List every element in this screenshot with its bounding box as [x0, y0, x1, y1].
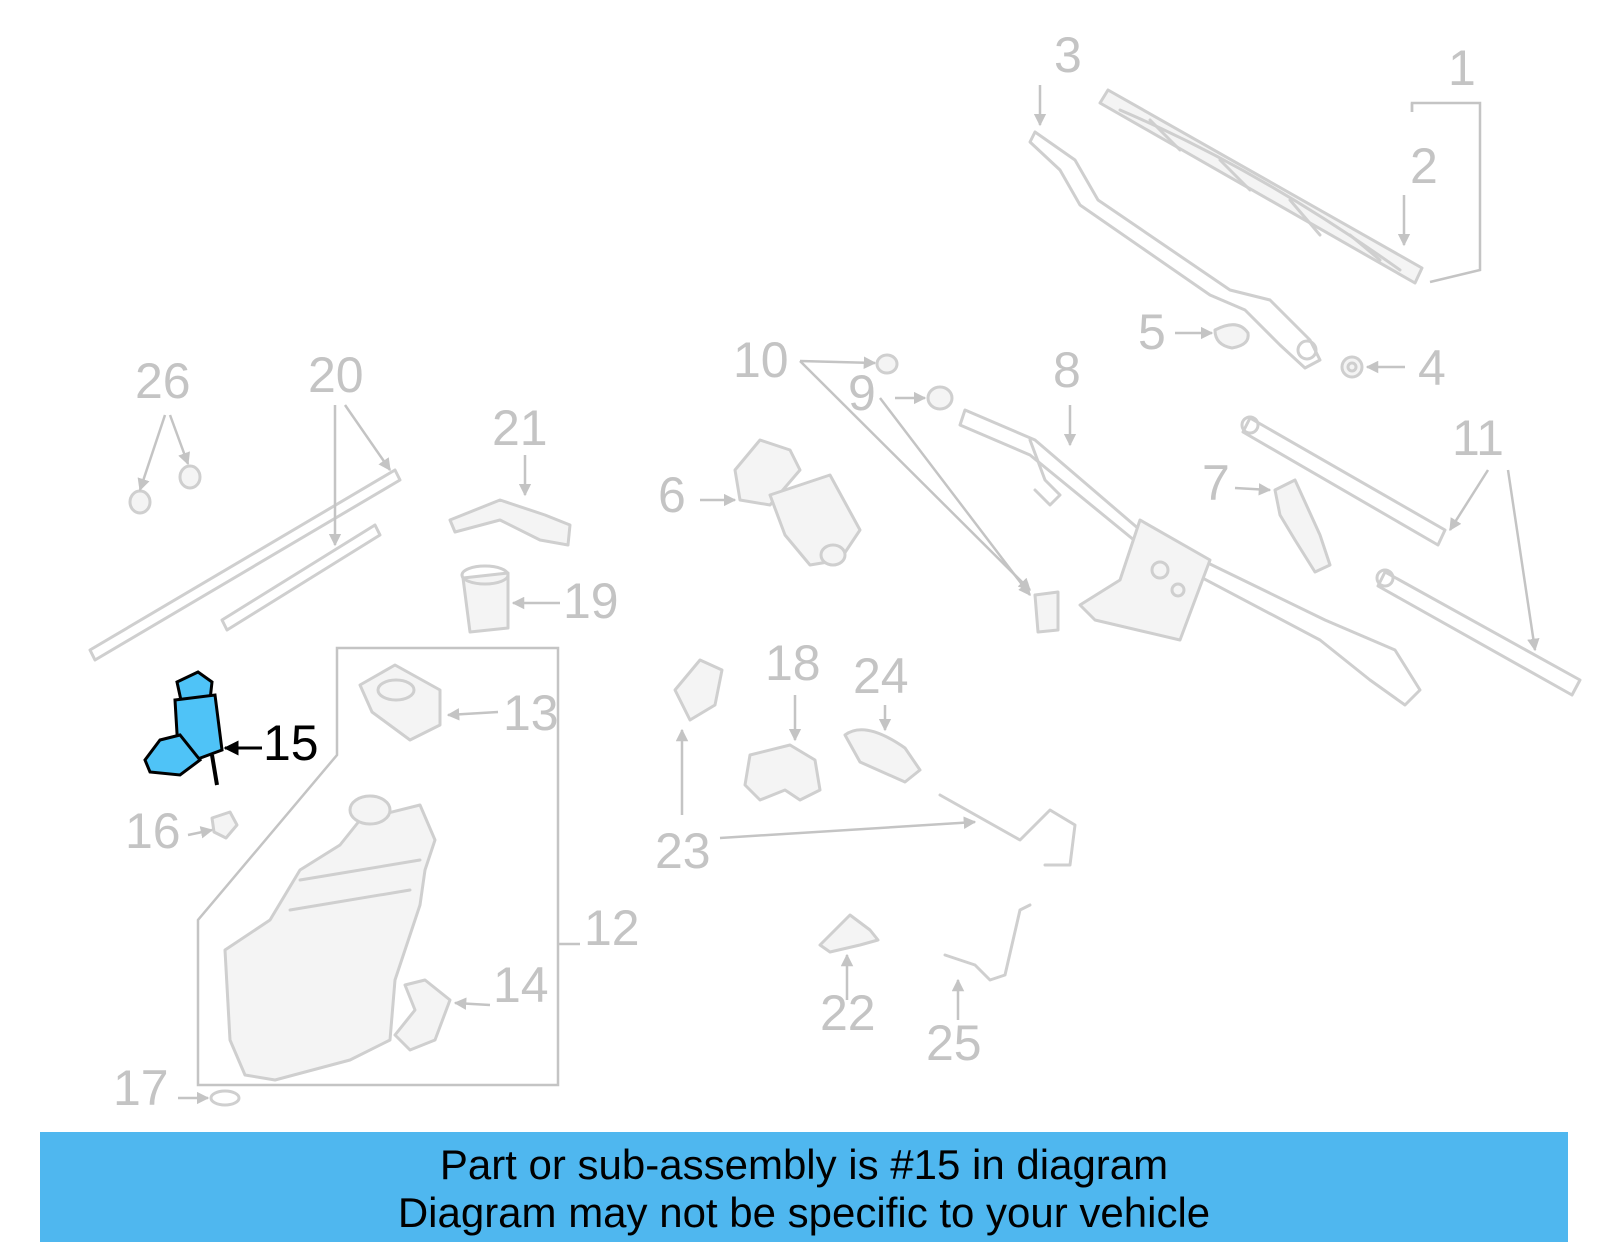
- callout-8: 8: [1053, 342, 1081, 398]
- callout-2: 2: [1410, 138, 1438, 194]
- leader-26a: [137, 414, 167, 492]
- callout-7: 7: [1202, 455, 1230, 511]
- callout-18: 18: [765, 635, 821, 691]
- leader-11b: [1506, 469, 1540, 652]
- callout-23: 23: [655, 823, 711, 879]
- leader-10a: [799, 356, 877, 369]
- hose-part-14[interactable]: [393, 978, 452, 1052]
- callout-21: 21: [492, 400, 548, 456]
- bracket-part-7[interactable]: [1273, 478, 1332, 574]
- callout-17: 17: [113, 1060, 169, 1116]
- hose-lines-part-20[interactable]: [88, 468, 402, 662]
- wiper-blade-part[interactable]: [1098, 88, 1424, 285]
- sensor-part-23[interactable]: [673, 658, 724, 722]
- leader-14: [453, 997, 491, 1010]
- bracket-part-18[interactable]: [743, 743, 822, 802]
- banner-line-2: Diagram may not be specific to your vehi…: [397, 1189, 1211, 1236]
- sensor-part-25[interactable]: [943, 903, 1032, 982]
- filler-neck-part-13[interactable]: [358, 663, 442, 742]
- callout-16: 16: [125, 803, 181, 859]
- info-banner: Part or sub-assembly is #15 in diagram D…: [40, 1132, 1568, 1242]
- callout-5: 5: [1138, 304, 1166, 360]
- harness-part-23[interactable]: [938, 793, 1077, 867]
- connector-part-22[interactable]: [818, 913, 880, 954]
- callout-25: 25: [926, 1015, 982, 1071]
- callout-19: 19: [563, 573, 619, 629]
- drive-rod-part-11[interactable]: [1240, 415, 1582, 697]
- reservoir-box: [196, 646, 560, 1087]
- leader-10b: [799, 360, 1031, 591]
- leader-20a: [343, 404, 392, 472]
- callout-12: 12: [584, 900, 640, 956]
- hose-part-21[interactable]: [448, 498, 572, 547]
- clip-part-16[interactable]: [210, 810, 239, 840]
- leader-9b: [879, 397, 1031, 596]
- callout-20: 20: [308, 347, 364, 403]
- seal-part-17[interactable]: [209, 1089, 241, 1107]
- spacer-part[interactable]: [1033, 590, 1060, 634]
- callout-22: 22: [820, 985, 876, 1041]
- washer-pump-part-15[interactable]: [143, 670, 224, 786]
- callout-26: 26: [135, 353, 191, 409]
- callout-14: 14: [493, 957, 549, 1013]
- callout-24: 24: [853, 648, 909, 704]
- leader-16: [187, 826, 214, 839]
- callout-9: 9: [848, 365, 876, 421]
- wiper-arm-part[interactable]: [1028, 130, 1322, 370]
- leader-7: [1234, 483, 1272, 496]
- linkage-frame-part[interactable]: [958, 408, 1422, 707]
- callout-1: 1: [1448, 40, 1476, 96]
- cover-part-24[interactable]: [843, 728, 922, 784]
- leader-11a: [1448, 469, 1490, 532]
- cap-part-5[interactable]: [1213, 323, 1250, 350]
- leader-13: [446, 708, 499, 721]
- callout-15: 15: [263, 715, 319, 771]
- leader-23b: [719, 816, 977, 840]
- bushing-part-9[interactable]: [926, 385, 954, 411]
- clip-part-26a[interactable]: [128, 489, 152, 515]
- grommet-part-10[interactable]: [875, 353, 899, 375]
- leader-26b: [168, 414, 190, 466]
- callout-10: 10: [733, 332, 789, 388]
- callout-3: 3: [1054, 27, 1082, 83]
- callout-4: 4: [1418, 340, 1446, 396]
- callout-6: 6: [658, 467, 686, 523]
- callout-11: 11: [1452, 410, 1504, 466]
- wiper-motor-part[interactable]: [733, 438, 862, 567]
- clip-part-26b[interactable]: [178, 464, 202, 490]
- banner-line-1: Part or sub-assembly is #15 in diagram: [439, 1141, 1169, 1188]
- nut-part-4[interactable]: [1340, 355, 1364, 379]
- cup-part-19[interactable]: [461, 571, 510, 634]
- callout-13: 13: [503, 685, 559, 741]
- reservoir-tank-part[interactable]: [223, 794, 437, 1082]
